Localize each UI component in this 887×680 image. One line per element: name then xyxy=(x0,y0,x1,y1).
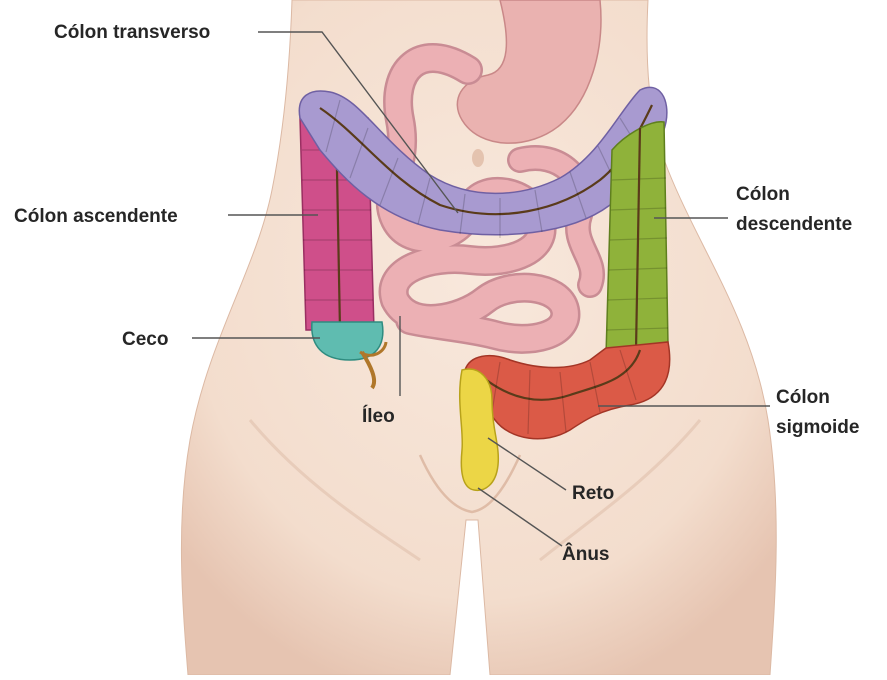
label-sigmoid-colon-line2: sigmoide xyxy=(776,417,859,438)
label-descending-colon-line1: Cólon xyxy=(736,184,790,205)
label-sigmoid-colon-line1: Cólon xyxy=(776,387,830,408)
label-rectum: Reto xyxy=(572,483,614,504)
label-anus: Ânus xyxy=(562,543,610,565)
label-cecum: Ceco xyxy=(122,329,168,350)
descending-colon xyxy=(606,122,668,355)
label-descending-colon-line2: descendente xyxy=(736,214,852,235)
navel xyxy=(472,149,484,167)
label-transverse-colon: Cólon transverso xyxy=(54,22,210,43)
label-ileum: Íleo xyxy=(362,405,395,427)
label-ascending-colon: Cólon ascendente xyxy=(14,206,178,227)
